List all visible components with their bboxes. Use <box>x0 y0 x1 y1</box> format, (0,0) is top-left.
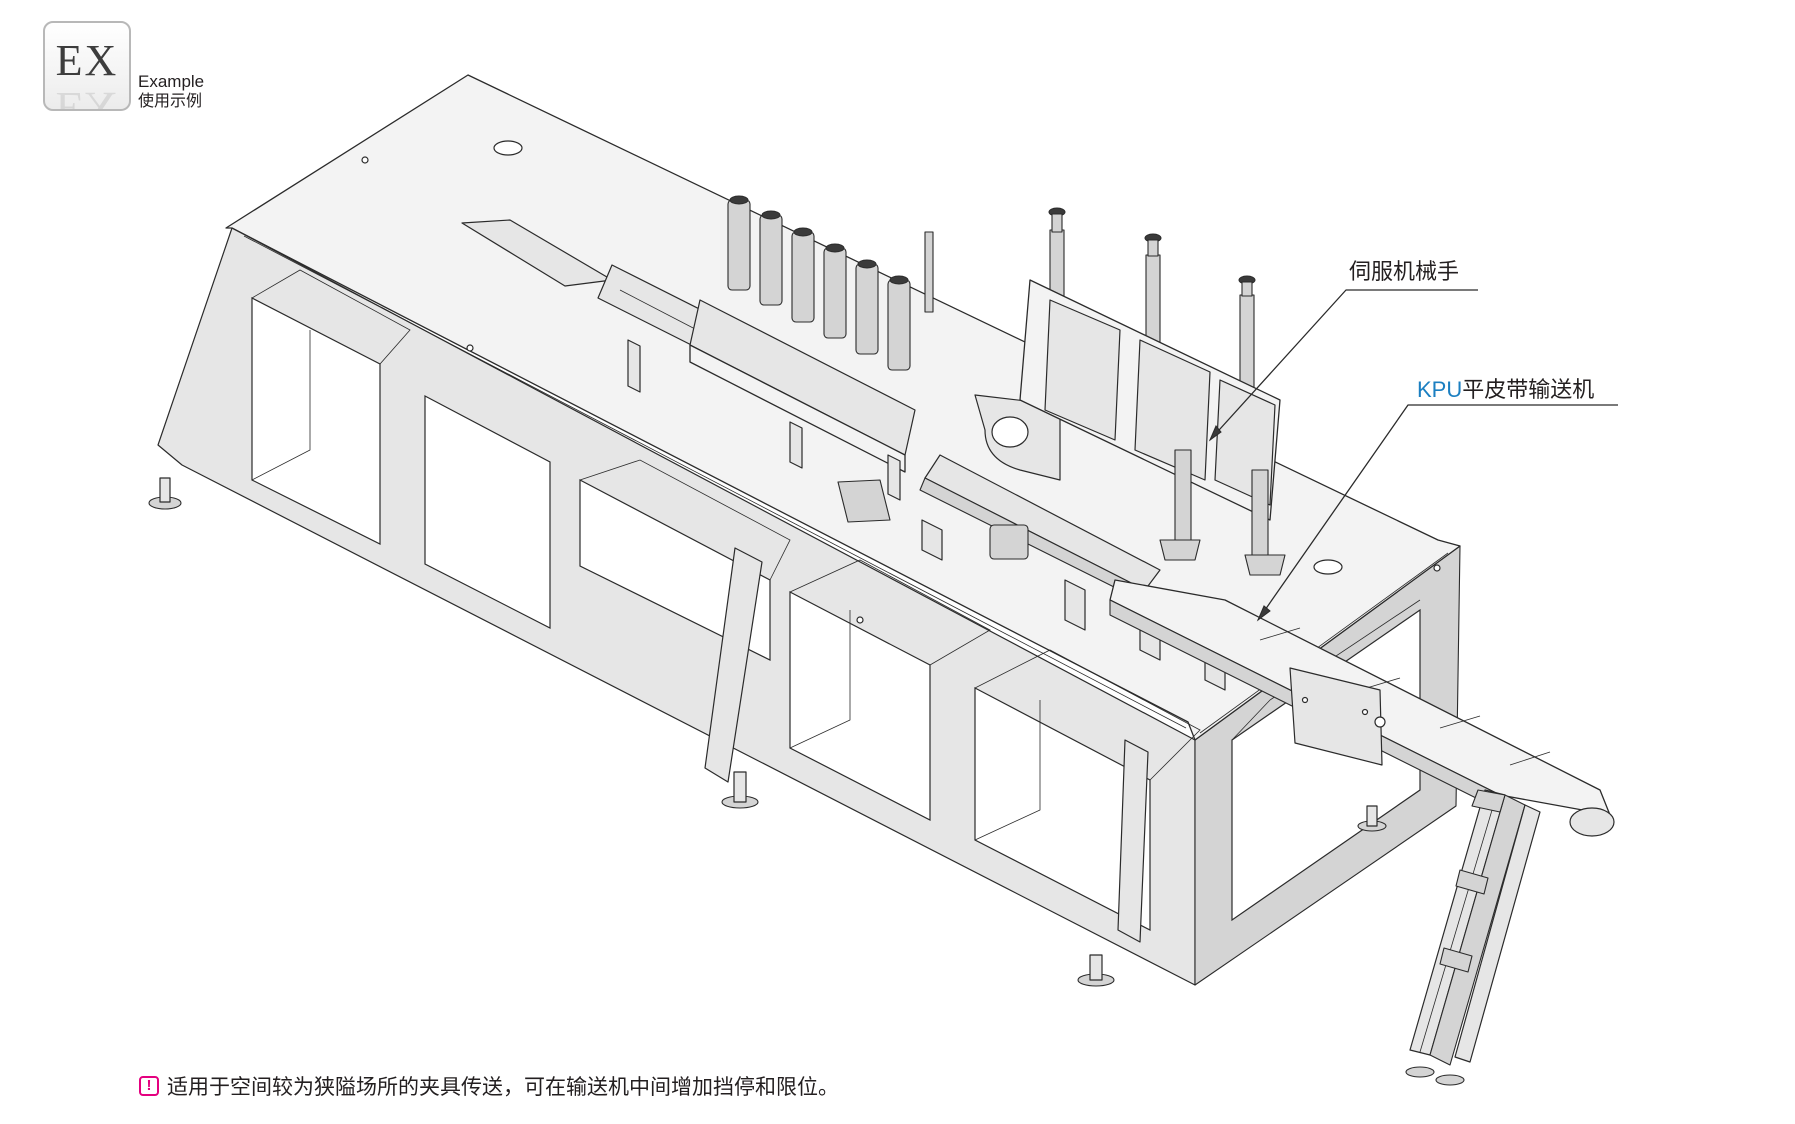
example-label-en: Example <box>138 72 205 91</box>
callout-flat-belt-conveyor: KPU平皮带输送机 <box>1417 377 1594 404</box>
flat-belt-conveyor <box>1109 579 1615 1086</box>
callout-conveyor-name: 平皮带输送机 <box>1462 378 1595 403</box>
ex-badge-icon: EX EX <box>43 21 131 111</box>
usage-note-text: 适用于空间较为狭隘场所的夹具传送，可在输送机中间增加挡停和限位。 <box>167 1075 839 1099</box>
example-label-cn: 使用示例 <box>138 91 203 110</box>
exclamation-icon: ! <box>139 1076 159 1096</box>
ex-badge-mark: EX <box>55 36 119 85</box>
callout-servo-manipulator: 伺服机械手 <box>1349 260 1460 285</box>
usage-note: ! 适用于空间较为狭隘场所的夹具传送，可在输送机中间增加挡停和限位。 <box>139 1073 839 1099</box>
callout-leader-lines <box>1208 289 1618 622</box>
leveling-feet <box>148 477 1387 987</box>
callout-brand: KPU <box>1417 377 1463 402</box>
gripper-cluster <box>627 195 934 523</box>
